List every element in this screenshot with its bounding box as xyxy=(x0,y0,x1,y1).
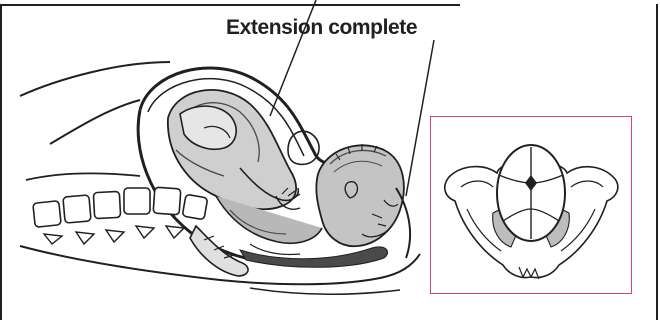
pelvic-outlet-fetal-head-illustration xyxy=(431,117,631,293)
figure-title: Extension complete xyxy=(226,16,446,40)
pelvic-inset-panel xyxy=(430,116,632,294)
